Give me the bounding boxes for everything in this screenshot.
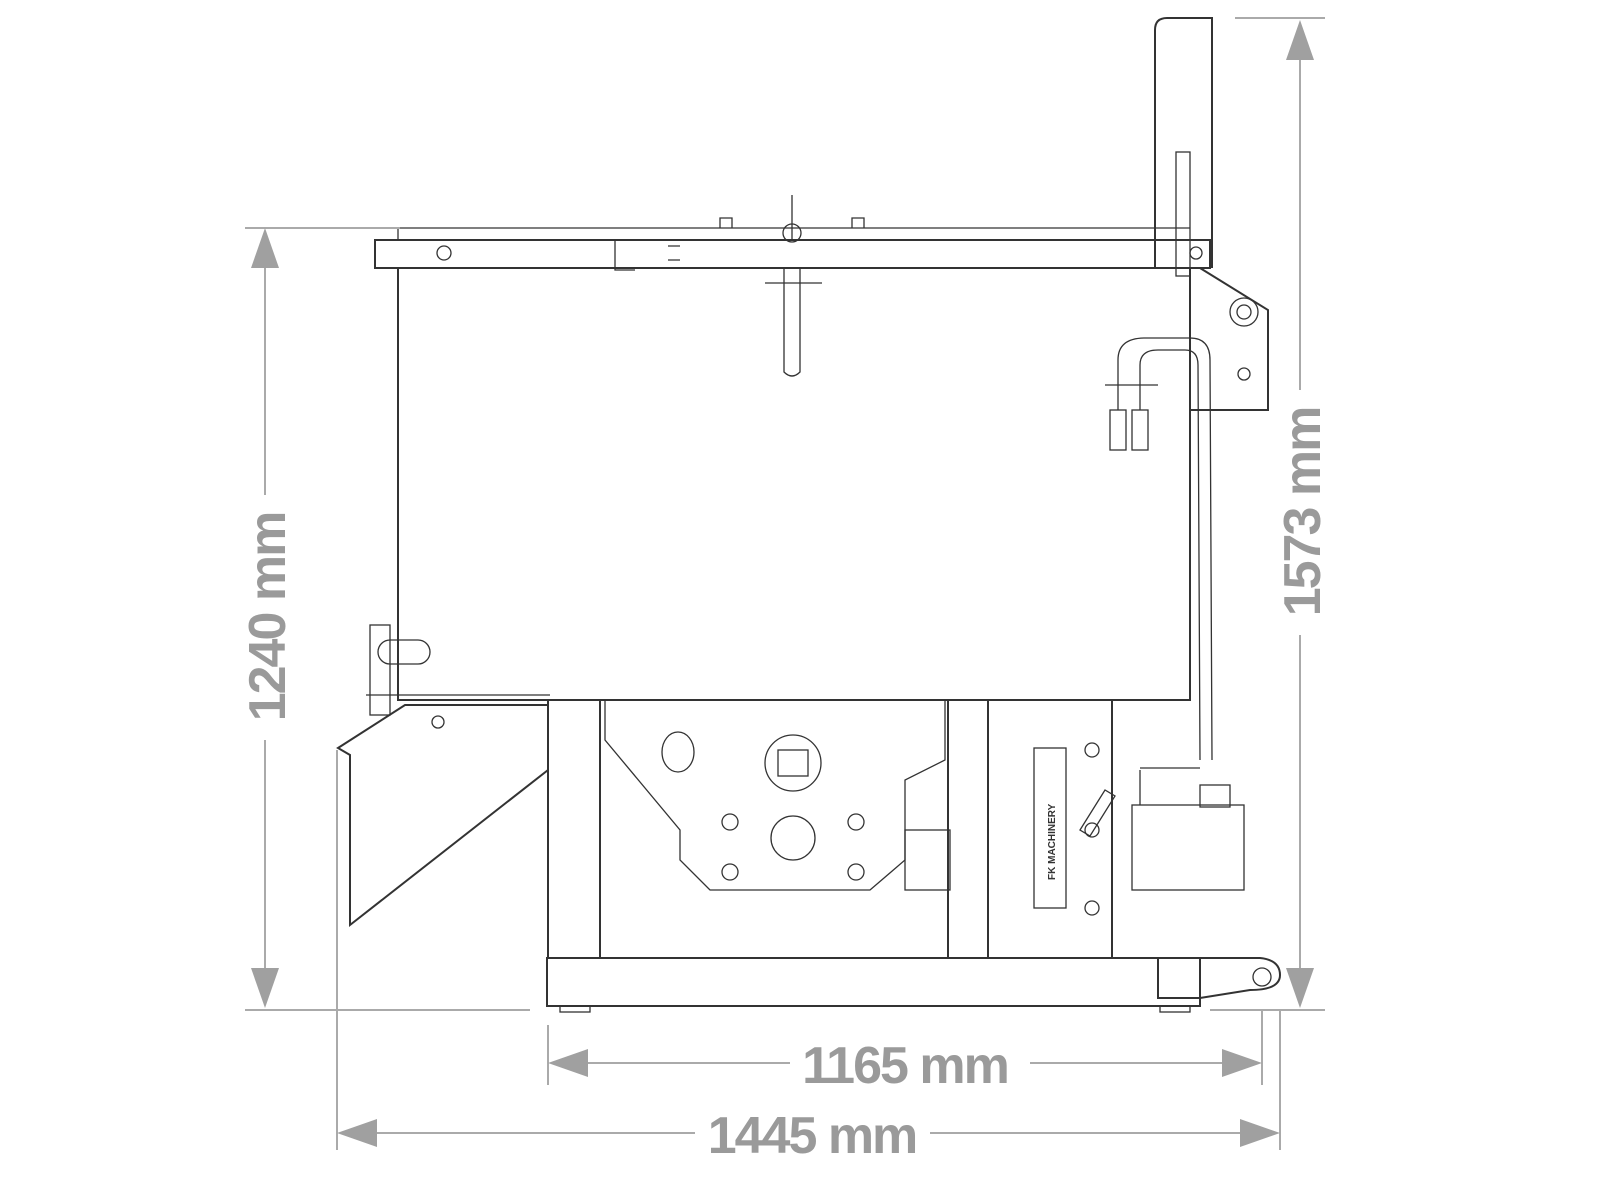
frame-right — [988, 699, 1113, 958]
handle — [719, 195, 865, 377]
dimension-hopper-height: 1240 mm — [239, 513, 297, 722]
dimension-frame-length: 1165 mm — [802, 1037, 1008, 1095]
gearbox-plate — [604, 700, 946, 891]
dimension-lines — [245, 17, 1325, 1150]
dimension-total-height: 1573 mm — [1274, 408, 1332, 617]
discharge-chute — [336, 704, 549, 928]
hopper — [397, 268, 1191, 701]
machine-side-view: FK MACHINERY — [336, 17, 1282, 1013]
side-bracket — [1190, 267, 1269, 411]
hose — [1117, 337, 1213, 761]
hitch-arm — [1157, 957, 1282, 999]
frame-leg-left — [547, 699, 601, 959]
logo-plate — [1033, 747, 1067, 909]
frame-leg-middle — [947, 699, 989, 959]
logo-text: FK MACHINERY — [1047, 803, 1058, 880]
base-frame — [546, 957, 1201, 1007]
dimension-total-length: 1445 mm — [708, 1107, 917, 1165]
top-bar — [374, 239, 1211, 269]
hydraulic-motor — [1131, 804, 1245, 891]
post-slot — [1175, 151, 1191, 277]
vertical-post — [1154, 17, 1213, 268]
